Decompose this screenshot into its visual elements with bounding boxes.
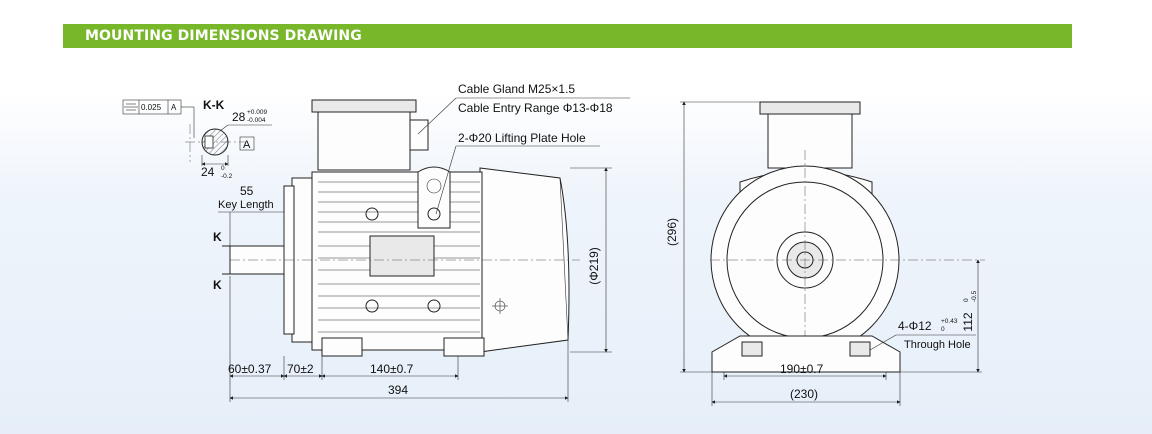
- section-mark-top: K: [213, 230, 222, 244]
- front-view: (296) 112 0 -0.5 4-Φ12 +0.43 0 Through H…: [665, 101, 985, 406]
- holes-tol-upper: +0.43: [941, 318, 958, 325]
- bolt-icon: [427, 299, 441, 313]
- cable-entry-label: Cable Entry Range Φ13-Φ18: [458, 101, 613, 115]
- foot-left: [321, 337, 363, 357]
- foot-right: [443, 337, 485, 357]
- shaft-depth: 24: [201, 165, 215, 179]
- dim-offset: 70±2: [287, 362, 314, 376]
- holes-label: 4-Φ12: [898, 319, 932, 333]
- section-title: MOUNTING DIMENSIONS DRAWING: [85, 28, 362, 44]
- keyway-tol-lower: -0.004: [247, 117, 266, 124]
- total-height: (296): [665, 218, 679, 246]
- lifting-plate: [417, 166, 451, 229]
- shaft-depth-tol-lower: -0.2: [221, 173, 233, 180]
- key-length-value: 55: [240, 184, 254, 198]
- key-length-label: Key Length: [218, 199, 274, 211]
- dim-total-length: 394: [388, 383, 408, 397]
- front-foot-spacing: 190±0.7: [780, 362, 824, 376]
- tolerance-datum: A: [171, 103, 177, 112]
- cable-gland-label: Cable Gland M25×1.5: [458, 82, 575, 96]
- shaft-height-tol-upper: 0: [963, 298, 970, 302]
- dim-shaft: 60±0.37: [228, 362, 272, 376]
- bolt-icon: [365, 207, 379, 221]
- holes-tol-lower: 0: [941, 326, 945, 333]
- shaft-height: 112: [961, 312, 975, 331]
- keyway-tol-upper: +0.009: [247, 109, 267, 116]
- nameplate-boss: [369, 235, 435, 277]
- shaft-height-tol-lower: -0.5: [971, 290, 978, 302]
- cable-gland: [409, 119, 429, 151]
- tolerance-value: 0.025: [141, 103, 162, 112]
- section-view-kk: 0.025 A K-K 28 +0.009 -0.004 A 24 0 -0.2: [122, 98, 272, 180]
- tolerance-frame: 0.025 A: [122, 99, 195, 138]
- lifting-hole-label: 2-Φ20 Lifting Plate Hole: [458, 131, 586, 145]
- side-view: Cable Gland M25×1.5 Cable Entry Range Φ1…: [213, 82, 630, 402]
- through-hole-label: Through Hole: [904, 339, 971, 351]
- dim-foot-spacing: 140±0.7: [370, 362, 414, 376]
- terminal-box: [317, 107, 411, 171]
- front-total-width: (230): [790, 387, 818, 401]
- diameter-label: (Φ219): [587, 247, 601, 285]
- section-header: MOUNTING DIMENSIONS DRAWING: [63, 24, 1072, 48]
- keyway: [204, 135, 214, 149]
- datum-box: [239, 136, 255, 151]
- datum-label: A: [243, 139, 251, 151]
- terminal-box-front: [767, 111, 853, 169]
- section-title: K-K: [203, 98, 225, 112]
- keyway-width: 28: [232, 110, 246, 124]
- shaft-section: [201, 128, 229, 156]
- section-mark-bottom: K: [213, 278, 222, 292]
- cooling-fins: [318, 181, 480, 333]
- shaft-depth-tol-upper: 0: [221, 165, 225, 172]
- bolt-icon: [365, 299, 379, 313]
